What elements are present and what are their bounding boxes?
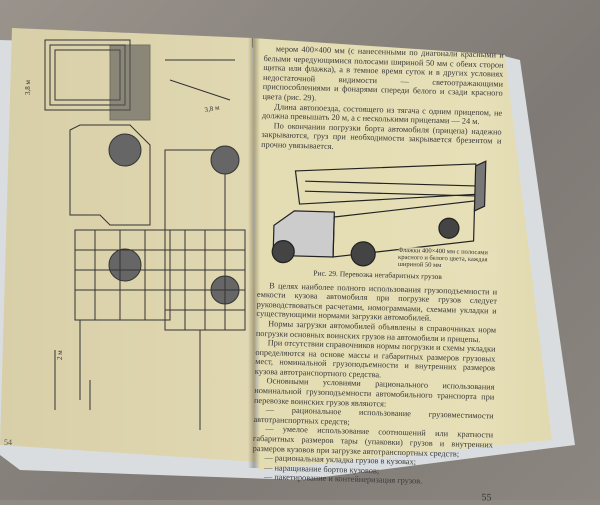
dimension-label: 2 м bbox=[56, 350, 64, 360]
dimension-label: 3,8 м bbox=[24, 80, 32, 96]
dimension-label: 3,8 м bbox=[204, 103, 221, 114]
page-number: 55 bbox=[481, 492, 492, 504]
truck-illustration bbox=[271, 159, 487, 266]
right-page-text: мером 400×400 мм (с нанесенными по диаго… bbox=[251, 44, 504, 505]
truck-side-view-left bbox=[69, 124, 151, 226]
page-number-left: 54 bbox=[4, 438, 12, 447]
paragraph: При отсутствии справочников нормы погруз… bbox=[254, 338, 496, 380]
book-gutter bbox=[248, 38, 260, 468]
paragraph: мером 400×400 мм (с нанесенными по диаго… bbox=[262, 44, 504, 103]
figure-callout: Флажки 400×400 мм с полосами красного и … bbox=[397, 246, 499, 272]
paragraph: По окончании погрузки борта автомобиля (… bbox=[261, 121, 502, 151]
figure-29: Флажки 400×400 мм с полосами красного и … bbox=[258, 152, 501, 272]
paragraph: В целях наиболее полного использования г… bbox=[256, 280, 498, 324]
